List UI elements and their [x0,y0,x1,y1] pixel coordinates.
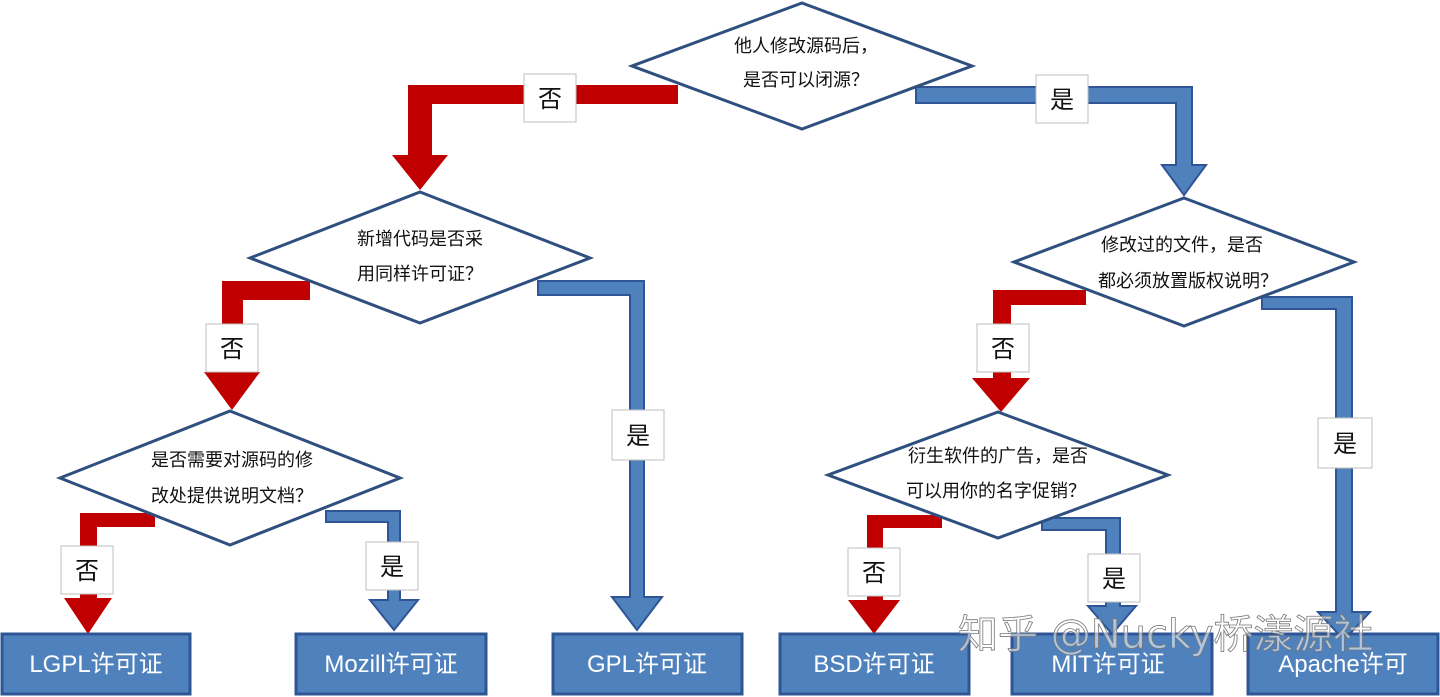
label-no-lgpl: 否 [60,545,114,595]
arrow-lower-to-lgpl-no [64,513,155,634]
label-no-right-text: 否 [991,335,1015,363]
decision-top-line2: 是否可以闭源？ [743,70,869,91]
label-no-bsd: 否 [847,547,901,597]
license-box-gpl: GPL许可证 [551,632,744,696]
label-yes-apache-text: 是 [1333,430,1357,458]
label-yes-top: 是 [1035,74,1089,124]
license-apache-text: Apache许可 [1278,651,1407,678]
label-yes-top-text: 是 [1050,86,1074,114]
decision-left-line2: 用同样许可证？ [357,264,483,285]
decision-top: 他人修改源码后， 是否可以闭源？ [627,1,977,131]
label-no-left-text: 否 [220,335,244,363]
arrow-left-to-lower-no [204,281,310,410]
label-no-left: 否 [205,323,259,373]
decision-left: 新增代码是否采 用同样许可证？ [245,190,595,325]
arrow-top-to-left-no [392,85,678,190]
label-no-bsd-text: 否 [862,559,886,587]
license-bsd-text: BSD许可证 [813,651,934,678]
license-gpl-text: GPL许可证 [587,651,707,678]
decision-right-lower-line1: 衍生软件的广告，是否 [908,446,1088,467]
license-box-bsd: BSD许可证 [778,632,971,696]
decision-right-line1: 修改过的文件，是否 [1101,235,1263,256]
arrow-right-to-lower-no [972,290,1086,412]
decision-left-lower-line2: 改处提供说明文档？ [151,486,313,507]
label-no-right: 否 [976,323,1030,373]
license-lgpl-text: LGPL许可证 [29,651,162,678]
decision-right-line2: 都必须放置版权说明？ [1098,271,1278,292]
decision-left-line1: 新增代码是否采 [357,229,483,250]
license-mozilla-text: Mozill许可证 [324,651,457,678]
license-box-mozilla: Mozill许可证 [294,632,488,696]
arrow-lower-to-bsd-no [848,515,942,634]
label-yes-gpl: 是 [611,409,665,461]
license-box-apache: Apache许可 [1246,632,1440,696]
decision-right: 修改过的文件，是否 都必须放置版权说明？ [1009,196,1359,328]
decision-right-lower-line2: 可以用你的名字促销？ [906,481,1086,502]
license-box-mit: MIT许可证 [1010,632,1214,696]
decision-right-lower: 衍生软件的广告，是否 可以用你的名字促销？ [823,410,1173,540]
label-yes-mit: 是 [1087,553,1141,603]
label-yes-mit-text: 是 [1102,565,1126,593]
watermark: 知乎 @Nucky桥漾源社 [958,612,1373,658]
label-yes-mozilla-text: 是 [380,553,404,581]
label-no-top-text: 否 [538,85,562,113]
label-no-top: 否 [523,73,577,123]
label-yes-apache: 是 [1317,417,1373,469]
label-yes-gpl-text: 是 [626,422,650,450]
license-box-lgpl: LGPL许可证 [0,632,192,696]
decision-left-lower: 是否需要对源码的修 改处提供说明文档？ [55,409,405,547]
label-no-lgpl-text: 否 [75,557,99,585]
decision-top-line1: 他人修改源码后， [734,36,878,57]
label-yes-mozilla: 是 [365,541,419,591]
license-mit-text: MIT许可证 [1051,651,1164,678]
decision-left-lower-line1: 是否需要对源码的修 [151,450,313,471]
